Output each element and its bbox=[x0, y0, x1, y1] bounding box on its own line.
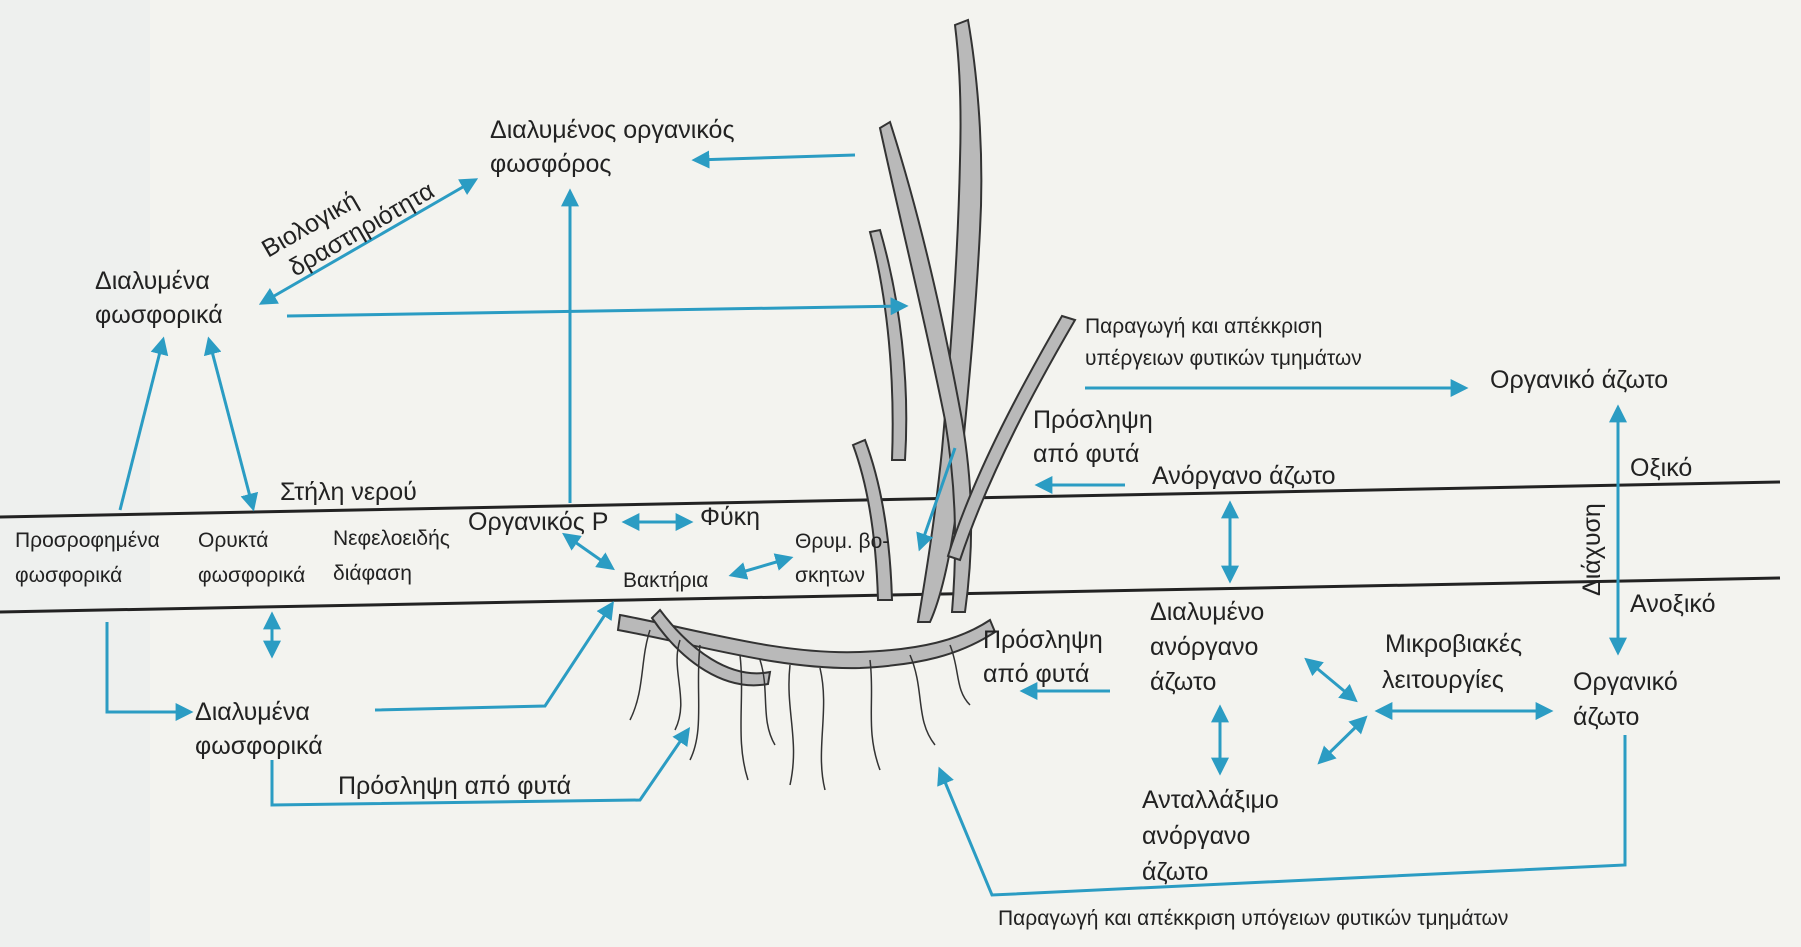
label-organic-n-bottom-line1: Οργανικό bbox=[1573, 668, 1678, 696]
label-adsorbed-phosphates-line1: Προσροφημένα bbox=[15, 529, 160, 552]
label-anoxic: Ανοξικό bbox=[1630, 590, 1715, 618]
label-suspended-phase-line2: διάφαση bbox=[333, 562, 412, 585]
label-bacteria: Βακτήρια bbox=[623, 569, 708, 592]
label-adsorbed-phosphates-line2: φωσφορικά bbox=[15, 564, 122, 587]
label-mineral-phosphates-line2: φωσφορικά bbox=[198, 564, 305, 587]
label-below-ground-prod: Παραγωγή και απέκκριση υπόγειων φυτικών … bbox=[998, 907, 1508, 930]
label-dissolved-inorganic-n-line3: άζωτο bbox=[1150, 668, 1216, 696]
label-plant-uptake-lower-line1: Πρόσληψη bbox=[983, 626, 1103, 654]
label-plant-uptake-bottom: Πρόσληψη από φυτά bbox=[338, 772, 571, 800]
label-suspended-phase-line1: Νεφελοειδής bbox=[333, 527, 450, 550]
label-plant-uptake-upper-line1: Πρόσληψη bbox=[1033, 406, 1153, 434]
label-plant-uptake-upper-line2: από φυτά bbox=[1033, 440, 1139, 468]
label-organic-n-top: Οργανικό άζωτο bbox=[1490, 366, 1668, 394]
label-bio-activity: Βιολογική δραστηριότητα bbox=[257, 151, 439, 290]
label-oxic: Οξικό bbox=[1630, 454, 1692, 482]
label-grazers-line1: Θρυμ. βο- bbox=[795, 530, 889, 553]
label-dissolved-inorganic-n-line2: ανόργανο bbox=[1150, 633, 1258, 661]
label-plant-uptake-lower-line2: από φυτά bbox=[983, 660, 1089, 688]
label-dissolved-inorganic-n-line1: Διαλυμένο bbox=[1150, 598, 1264, 626]
label-microbial-line2: λειτουργίες bbox=[1382, 666, 1504, 694]
label-dissolved-phosphates-bottom-line2: φωσφορικά bbox=[195, 732, 323, 760]
label-dissolved-organic-p-line1: Διαλυμένος οργανικός bbox=[490, 116, 735, 144]
label-exchangeable-n-line3: άζωτο bbox=[1142, 858, 1208, 886]
label-inorganic-n: Ανόργανο άζωτο bbox=[1152, 462, 1336, 490]
label-algae: Φύκη bbox=[700, 503, 760, 531]
label-organic-n-bottom-line2: άζωτο bbox=[1573, 703, 1639, 731]
label-grazers-line2: σκητων bbox=[795, 564, 865, 587]
label-dissolved-organic-p-line2: φωσφόρος bbox=[490, 150, 611, 178]
label-microbial-line1: Μικροβιακές bbox=[1385, 630, 1522, 658]
label-water-column: Στήλη νερού bbox=[280, 478, 417, 506]
label-dissolved-phosphates-bottom-line1: Διαλυμένα bbox=[195, 698, 310, 726]
label-exchangeable-n-line2: ανόργανο bbox=[1142, 822, 1250, 850]
water-surface-line bbox=[0, 482, 1780, 517]
label-organic-p: Οργανικός P bbox=[468, 508, 608, 536]
label-exchangeable-n-line1: Ανταλλάξιμο bbox=[1142, 786, 1279, 814]
label-above-ground-prod-line2: υπέργειων φυτικών τμημάτων bbox=[1085, 347, 1362, 370]
label-diffusion: Διάχυση bbox=[1578, 503, 1606, 596]
flow-arrows bbox=[107, 155, 1625, 895]
label-dissolved-phosphates-top-line2: φωσφορικά bbox=[95, 301, 223, 329]
label-dissolved-phosphates-top-line1: Διαλυμένα bbox=[95, 267, 210, 295]
labels: Διαλυμένος οργανικός φωσφόρος Βιολογική … bbox=[15, 116, 1715, 930]
label-above-ground-prod-line1: Παραγωγή και απέκκριση bbox=[1085, 315, 1322, 338]
label-mineral-phosphates-line1: Ορυκτά bbox=[198, 529, 268, 552]
